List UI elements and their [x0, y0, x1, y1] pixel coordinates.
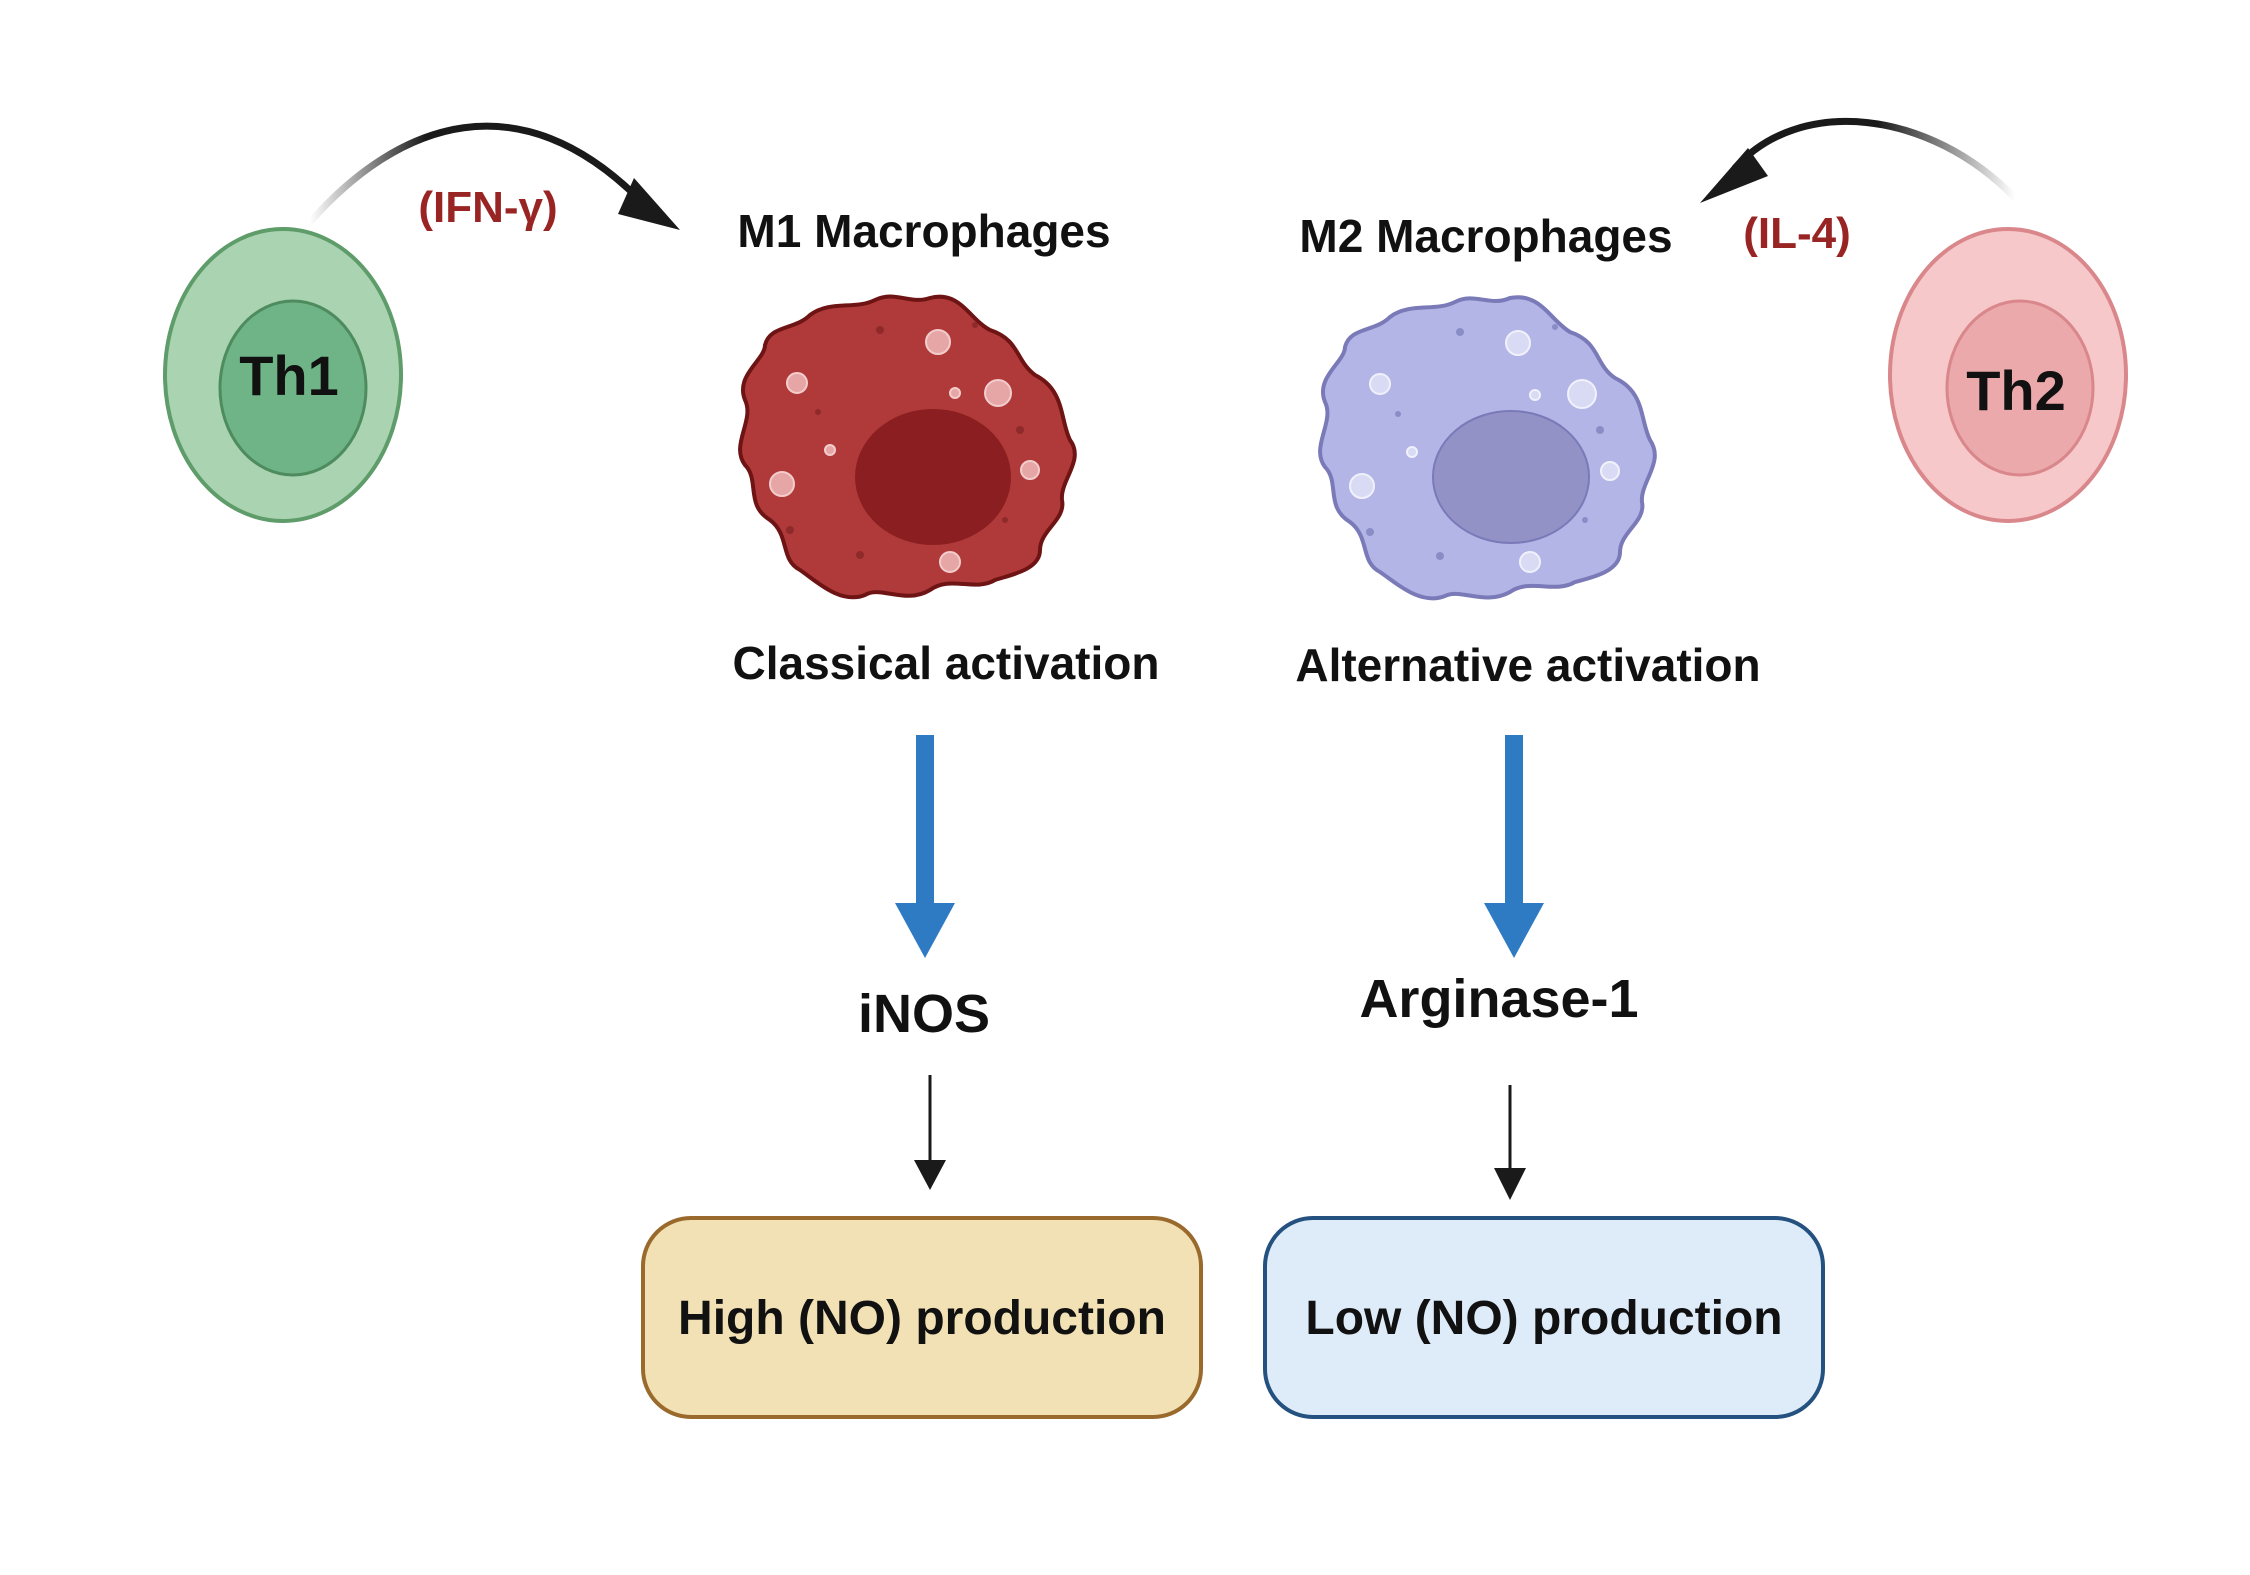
arginase-label: Arginase-1	[1359, 969, 1638, 1029]
m1-pathway-arrow	[895, 735, 955, 958]
m2-macrophage	[1318, 295, 1657, 601]
arginase-to-low-arrow	[1494, 1085, 1526, 1200]
m2-vesicles	[1349, 330, 1620, 573]
m2-granules	[1366, 324, 1604, 560]
inos-to-high-arrow	[914, 1075, 946, 1190]
th1-nucleus	[218, 299, 368, 477]
classical-activation-label: Classical activation	[733, 637, 1160, 689]
ifn-gamma-arrow	[306, 122, 680, 230]
il4-arrow	[1700, 117, 2019, 203]
th2-nucleus	[1945, 299, 2095, 477]
ifn-gamma-arrowhead	[618, 178, 680, 230]
m1-granules	[786, 322, 1024, 559]
th2-cell: Th2	[1888, 227, 2128, 523]
m2-pathway-arrow	[1484, 735, 1544, 958]
low-no-box: Low (NO) production	[1263, 1216, 1825, 1419]
m2-nucleus	[1432, 410, 1590, 544]
m1-title: M1 Macrophages	[737, 205, 1110, 257]
m1-macrophage	[738, 294, 1077, 600]
th2-label: Th2	[1966, 359, 2066, 422]
m1-vesicles	[769, 329, 1040, 573]
m2-title: M2 Macrophages	[1299, 210, 1672, 262]
il4-arrowhead	[1700, 148, 1768, 203]
inos-label: iNOS	[858, 984, 990, 1044]
il4-label: (IL-4)	[1743, 209, 1851, 258]
low-no-label: Low (NO) production	[1305, 1292, 1782, 1345]
alternative-activation-label: Alternative activation	[1295, 639, 1760, 691]
high-no-label: High (NO) production	[678, 1292, 1166, 1345]
high-no-box: High (NO) production	[641, 1216, 1203, 1419]
high-no-box-bg	[641, 1216, 1203, 1419]
th1-cell: Th1	[163, 227, 403, 523]
ifn-gamma-label: (IFN-γ)	[418, 183, 557, 232]
m1-nucleus	[855, 409, 1011, 545]
th1-label: Th1	[239, 344, 339, 407]
low-no-box-bg	[1263, 1216, 1825, 1419]
